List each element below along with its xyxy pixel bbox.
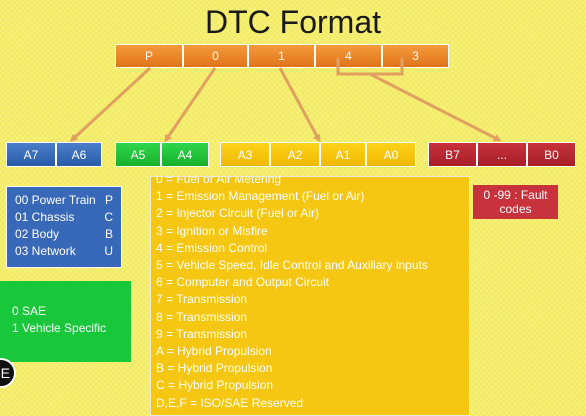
list-item: 5 = Vehicle Speed, Idle Control and Auxi… (156, 258, 428, 273)
list-item: 1 = Emission Management (Fuel or Air) (156, 189, 365, 204)
bit-a2: A2 (270, 142, 320, 167)
list-item: 8 = Transmission (156, 309, 248, 324)
list-item: 9 = Transmission (156, 326, 248, 341)
bit-a3: A3 (220, 142, 270, 167)
bit-a1: A1 (320, 142, 366, 167)
subsystem-list: 0 = Fuel or Air Metering 1 = Emission Ma… (150, 176, 470, 416)
bit-a7: A7 (6, 142, 56, 167)
list-item: 4 = Emission Control (156, 240, 268, 255)
list-item: 2 = Injector Circuit (Fuel or Air) (156, 206, 320, 221)
arrow-43-to-ellipsis (336, 58, 404, 76)
bit-a0: A0 (366, 142, 416, 167)
fault-codes-label: 0 -99 : Fault codes (473, 185, 558, 219)
page-title: DTC Format (205, 4, 381, 40)
list-item: 3 = Ignition or Misfire (156, 223, 268, 238)
list-item: 1 Vehicle Specific (12, 321, 107, 335)
code-digit-4: 4 (315, 44, 382, 68)
list-item: 7 = Transmission (156, 292, 248, 307)
bit-b0: B0 (527, 142, 576, 167)
code-digit-5: 3 (382, 44, 449, 68)
list-item: D,E,F = ISO/SAE Reserved (156, 395, 304, 410)
list-item: C = Hybrid Propulsion (156, 378, 274, 393)
type-list: 0 SAE 1 Vehicle Specific (0, 281, 131, 362)
bit-a4: A4 (161, 142, 209, 167)
list-item: A = Hybrid Propulsion (156, 344, 272, 359)
list-item: 0 = Fuel or Air Metering (156, 176, 282, 186)
bit-b7: B7 (428, 142, 477, 167)
list-item: B = Hybrid Propulsion (156, 361, 273, 376)
arrow-1-to-a1 (278, 67, 321, 143)
list-item: 0 SAE (12, 304, 47, 318)
bit-ellipsis: ... (477, 142, 527, 167)
code-digit-p: P (115, 44, 183, 68)
bit-a5: A5 (115, 142, 161, 167)
arrow-0-to-a4 (164, 67, 217, 143)
arrow-p-to-a6 (69, 66, 152, 143)
code-digit-2: 0 (183, 44, 248, 68)
code-digit-3: 1 (248, 44, 315, 68)
bit-a6: A6 (56, 142, 102, 167)
list-item: 6 = Computer and Output Circuit (156, 275, 330, 290)
